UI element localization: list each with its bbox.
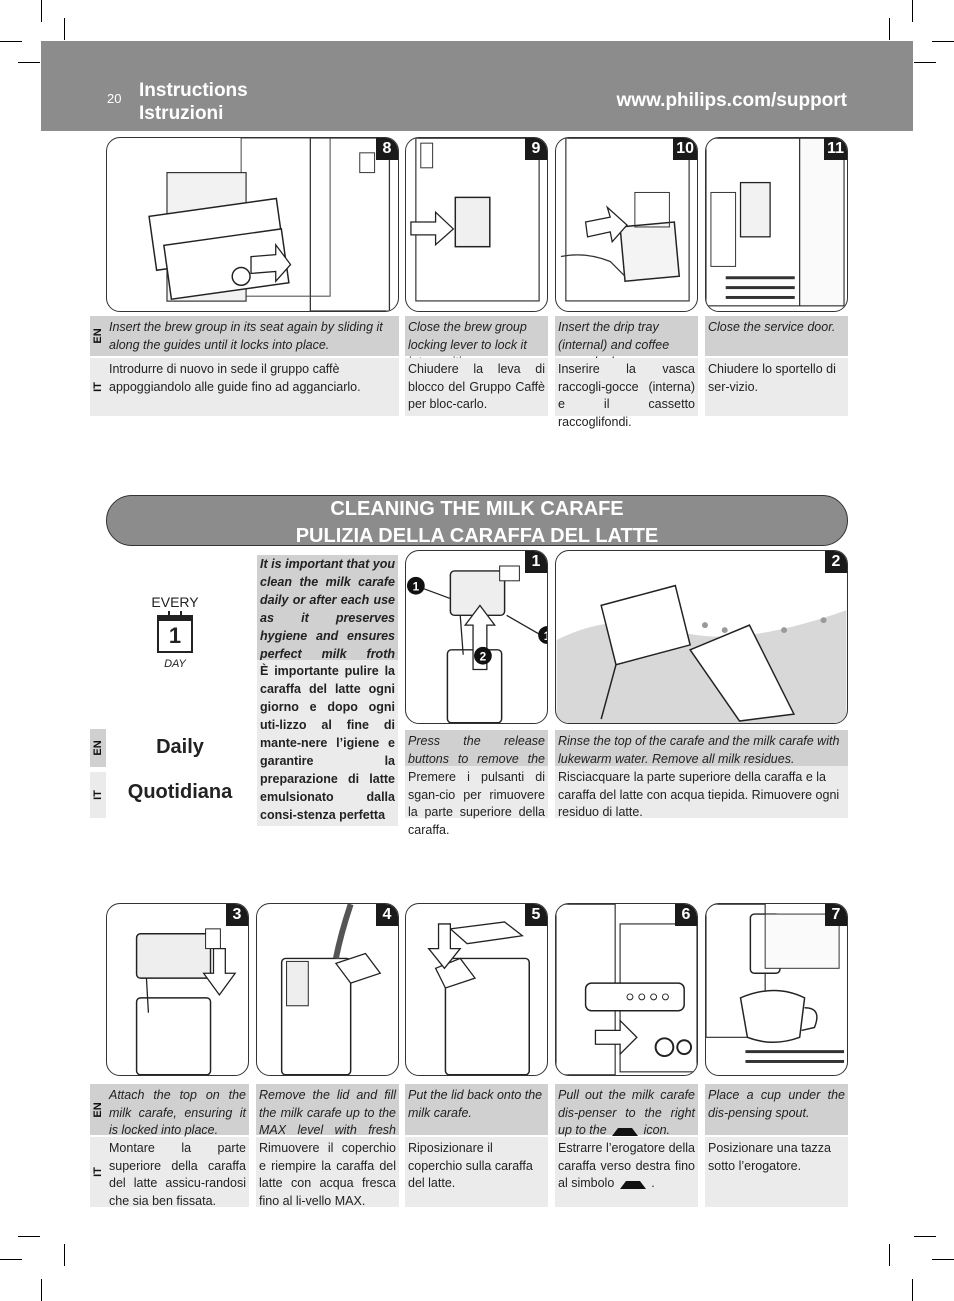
step-10-illustration: 10 [555,137,698,312]
every-label: EVERY [151,594,199,610]
step-1-illustration: 1 2 1 1 [405,550,548,724]
step-1-caption-it: Premere i pulsanti di sgan-cio per rimuo… [405,766,548,837]
support-link[interactable]: www.philips.com/support [616,90,847,111]
page-number: 20 [107,91,122,106]
crop-mark [64,18,65,40]
step-7-caption-en: Place a cup under the dis-pensing spout. [705,1084,848,1135]
step-2-caption-it: Risciacquare la parte superiore della ca… [555,766,848,819]
step-10-caption-en: Insert the drip tray (internal) and coff… [555,316,698,369]
lang-label-en: EN [90,316,106,356]
crop-mark [41,0,42,22]
step-6-illustration: 6 [555,903,698,1076]
step-5-caption-en: Put the lid back onto the milk carafe. [405,1084,548,1135]
step-number: 2 [825,551,847,573]
step-8-caption-it: Introdurre di nuovo in sede il gruppo ca… [106,358,399,416]
step-10-caption-it: Inserire la vasca raccogli-gocce (intern… [555,358,698,429]
step-number: 8 [376,138,398,160]
step-number: 7 [825,904,847,926]
crop-mark [18,62,40,63]
step-number: 3 [226,904,248,926]
step-6-caption-it: Estrarre l’erogatore della caraffa verso… [555,1137,698,1207]
page-header: 20 Instructions Istruzioni www.philips.c… [41,41,913,131]
calendar-number: 1 [168,623,182,648]
callout-2: 2 [480,650,487,664]
step-5-caption-it: Riposizionare il coperchio sulla caraffa… [405,1137,548,1207]
callout-1b: 1 [544,629,547,643]
milk-dispenser-icon [619,1180,646,1189]
crop-mark [889,18,890,40]
milk-dispenser-icon [612,1127,639,1136]
step-3-illustration: 3 [106,903,249,1076]
step-9-caption-en: Close the brew group locking lever to lo… [405,316,548,369]
step-8-illustration: 8 [106,137,399,312]
callout-1a: 1 [413,580,420,594]
crop-mark [0,41,22,42]
crop-mark [932,41,954,42]
step-3-caption-it: Montare la parte superiore della caraffa… [106,1137,249,1208]
step-5-illustration: 5 [405,903,548,1076]
section-title-it: PULIZIA DELLA CARAFFA DEL LATTE [295,525,659,547]
step-number: 10 [673,138,697,160]
frequency-en: Daily [156,736,204,758]
step-11-caption-en: Close the service door. [705,316,848,356]
step-9-caption-it: Chiudere la leva di blocco del Gruppo Ca… [405,358,548,416]
step-number: 4 [376,904,398,926]
step-number: 5 [525,904,547,926]
crop-mark [0,1259,22,1260]
header-title-en: Instructions [139,80,248,101]
crop-mark [18,1236,40,1237]
frequency-it: Quotidiana [127,781,233,803]
day-label: DAY [164,658,186,670]
step-4-caption-it: Rimuovere il coperchio e riempire la car… [256,1137,399,1208]
crop-mark [889,1244,890,1266]
step-number: 9 [525,138,547,160]
crop-mark [914,1236,936,1237]
step-4-caption-en: Remove the lid and fill the milk carafe … [256,1084,399,1155]
header-title-it: Istruzioni [139,103,224,124]
step-4-illustration: 4 [256,903,399,1076]
step-2-illustration: 2 [555,550,848,724]
step-3-caption-en: Attach the top on the milk carafe, ensur… [106,1084,249,1137]
important-note-it: È importante pulire la caraffa del latte… [257,660,398,826]
crop-mark [912,1279,913,1301]
crop-mark [64,1244,65,1266]
lang-label-it: IT [90,772,106,818]
crop-mark [914,62,936,63]
step-9-illustration: 9 [405,137,548,312]
lang-label-it: IT [90,1137,106,1207]
step-8-caption-en: Insert the brew group in its seat again … [106,316,399,356]
lang-label-en: EN [90,1084,106,1135]
section-title-en: CLEANING THE MILK CARAFE [330,498,624,520]
step-1-caption-en: Press the release buttons to remove the … [405,730,548,783]
lang-label-it: IT [90,358,106,416]
step-11-illustration: 11 [705,137,848,312]
calendar-icon: 1 [157,611,193,653]
step-number: 11 [824,138,847,160]
step-number: 6 [675,904,697,926]
lang-label-en: EN [90,729,106,767]
step-2-caption-en: Rinse the top of the carafe and the milk… [555,730,848,766]
section-title-banner: CLEANING THE MILK CARAFE PULIZIA DELLA C… [106,495,848,547]
crop-mark [41,1279,42,1301]
crop-mark [932,1259,954,1260]
step-number: 1 [525,551,547,573]
step-7-illustration: 7 [705,903,848,1076]
crop-mark [912,0,913,22]
step-6-caption-en: Pull out the milk carafe dis-penser to t… [555,1084,698,1137]
step-7-caption-it: Posizionare una tazza sotto l’erogatore. [705,1137,848,1207]
step-11-caption-it: Chiudere lo sportello di ser-vizio. [705,358,848,416]
